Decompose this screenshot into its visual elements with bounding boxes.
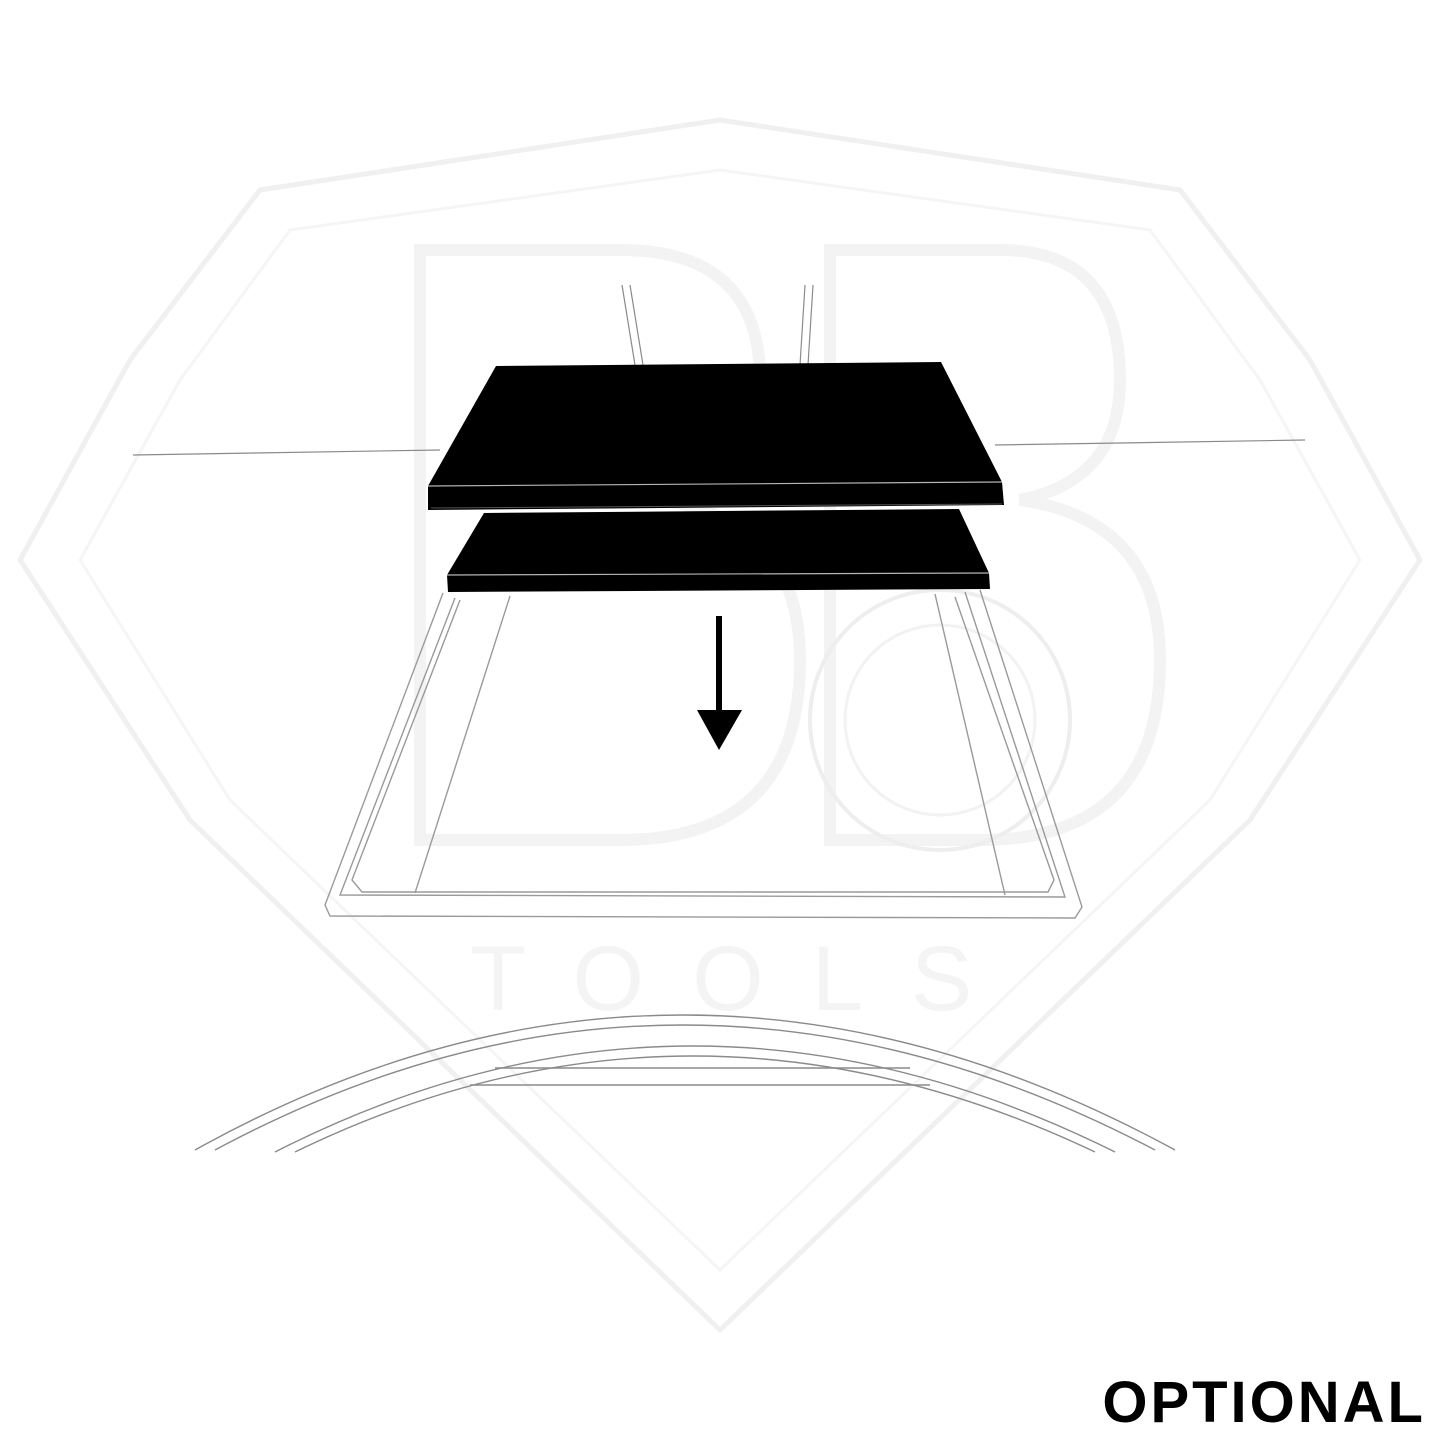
top-pad — [427, 362, 1004, 510]
roof-arc-lines — [194, 1014, 1176, 1153]
bottom-pad — [446, 509, 990, 592]
watermark-logo — [17, 117, 1423, 1334]
optional-label: OPTIONAL — [1102, 1370, 1426, 1435]
watermark-brand-text: TOOLS — [470, 928, 1020, 1030]
tray-frame-outline — [324, 589, 1083, 919]
arrow-down-icon — [697, 616, 742, 750]
background-guide-lines — [132, 284, 1306, 456]
